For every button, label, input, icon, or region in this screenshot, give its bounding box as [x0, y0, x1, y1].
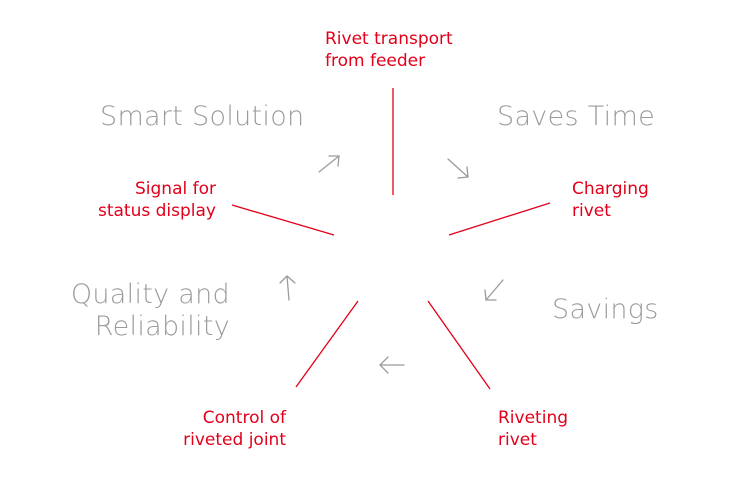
benefit-saves-time: Saves Time: [497, 101, 655, 133]
step-line: riveted joint: [183, 430, 286, 450]
arrow-left-icon: [379, 356, 405, 374]
benefit-line: Reliability: [94, 311, 230, 342]
benefit-quality-reliability: Quality and Reliability: [71, 279, 230, 343]
step-line: from feeder: [325, 51, 426, 71]
benefit-line: Quality and: [70, 279, 230, 310]
connector-control-joint: [295, 300, 359, 388]
step-line: rivet: [572, 201, 611, 221]
step-line: Charging: [572, 179, 649, 199]
connector-charging-rivet: [448, 202, 551, 236]
benefit-smart-solution: Smart Solution: [100, 101, 304, 133]
step-line: Control of: [202, 408, 286, 428]
arrow-down-left-icon: [484, 279, 504, 301]
benefit-line: Savings: [552, 294, 659, 325]
arrow-down-right-icon: [447, 158, 469, 179]
arrow-up-icon: [279, 275, 296, 301]
benefit-line: Smart Solution: [100, 101, 305, 132]
step-line: status display: [97, 201, 216, 221]
step-signal-status: Signal for status display: [98, 178, 216, 222]
step-charging-rivet: Charging rivet: [572, 178, 649, 222]
step-line: Rivet transport: [325, 29, 453, 49]
step-line: Signal for: [135, 179, 216, 199]
connector-riveting-rivet: [427, 300, 491, 390]
step-line: Riveting: [498, 408, 569, 428]
step-line: rivet: [498, 430, 537, 450]
step-riveting-rivet: Riveting rivet: [498, 407, 568, 451]
connector-signal-status: [231, 204, 335, 236]
step-rivet-transport: Rivet transport from feeder: [325, 28, 453, 72]
step-control-joint: Control of riveted joint: [183, 407, 286, 451]
arrow-up-right-icon: [318, 155, 340, 173]
benefit-savings: Savings: [552, 294, 659, 326]
benefit-line: Saves Time: [497, 101, 655, 132]
